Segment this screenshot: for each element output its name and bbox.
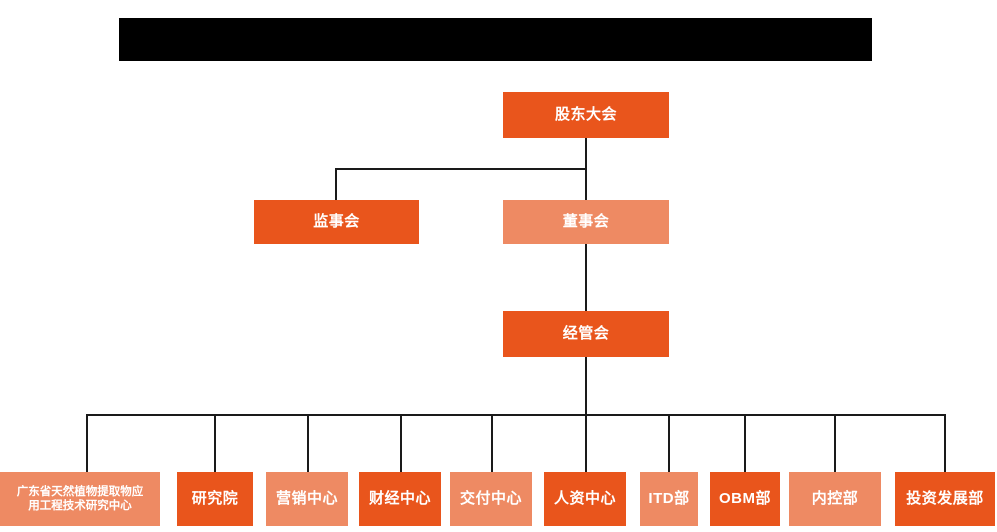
node-investment-development-department[interactable]: 投资发展部 [895,472,995,526]
node-guangdong-research-center[interactable]: 广东省天然植物提取物应 用工程技术研究中心 [0,472,160,526]
connector-drop-delivery-center [491,414,493,472]
connector-supervisors-down [335,168,337,201]
connector-directors-to-management [585,243,587,311]
connector-drop-hr-center [585,414,587,472]
connector-level2-bus [335,168,587,170]
node-research-institute[interactable]: 研究院 [177,472,253,526]
connector-drop-investment-development-department [944,414,946,472]
connector-drop-itd-department [668,414,670,472]
node-guangdong-research-center-line2: 用工程技术研究中心 [28,500,132,512]
connector-drop-marketing-center [307,414,309,472]
node-delivery-center[interactable]: 交付中心 [450,472,532,526]
redacted-title-bar [119,18,872,61]
node-hr-center[interactable]: 人资中心 [544,472,626,526]
node-shareholders-meeting[interactable]: 股东大会 [503,92,669,138]
connector-management-down [585,357,587,415]
node-marketing-center[interactable]: 营销中心 [266,472,348,526]
connector-drop-obm-department [744,414,746,472]
node-management-committee[interactable]: 经管会 [503,311,669,357]
node-board-of-directors[interactable]: 董事会 [503,200,669,244]
node-board-of-supervisors[interactable]: 监事会 [254,200,419,244]
connector-shareholders-down [585,138,587,170]
connector-directors-down [585,168,587,201]
connector-drop-research-institute [214,414,216,472]
connector-drop-guangdong-research-center [86,414,88,472]
connector-drop-internal-control-department [834,414,836,472]
node-itd-department[interactable]: ITD部 [640,472,698,526]
node-obm-department[interactable]: OBM部 [710,472,780,526]
node-finance-center[interactable]: 财经中心 [359,472,441,526]
node-internal-control-department[interactable]: 内控部 [789,472,881,526]
node-guangdong-research-center-line1: 广东省天然植物提取物应 [16,485,144,498]
connector-drop-finance-center [400,414,402,472]
connector-departments-bus [86,414,945,416]
